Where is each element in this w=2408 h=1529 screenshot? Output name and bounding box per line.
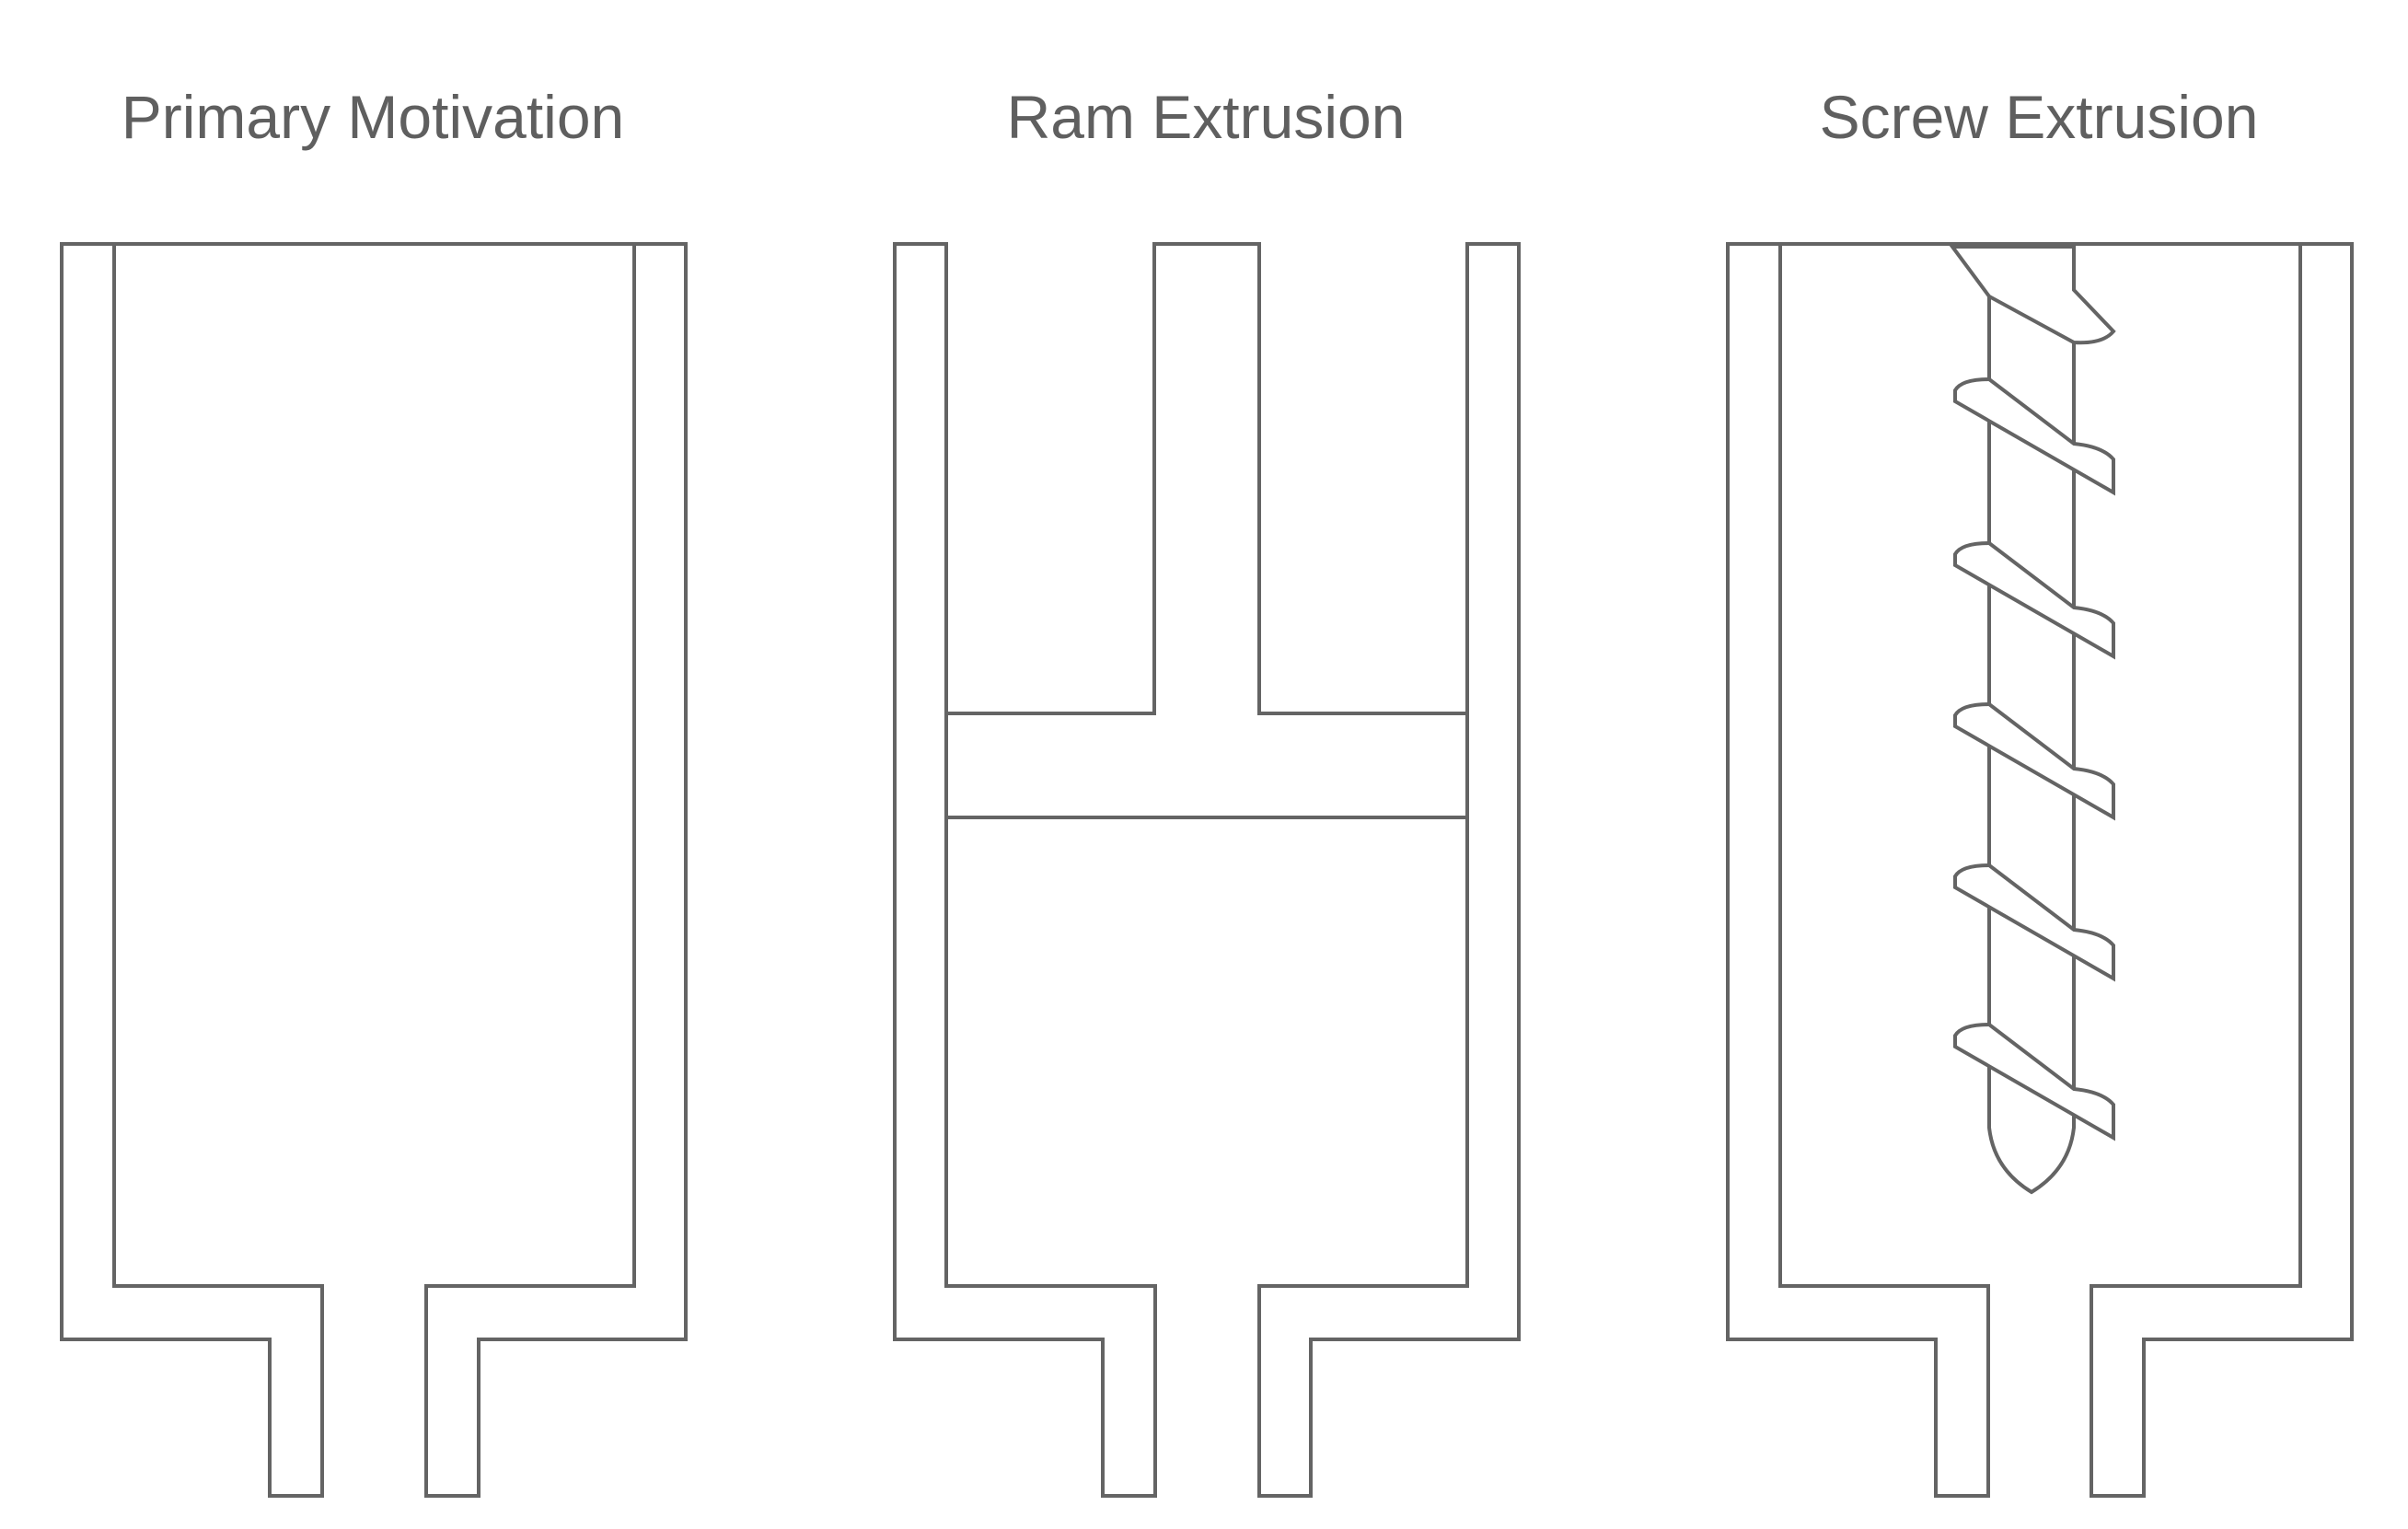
- screw-flight: [1953, 863, 2115, 982]
- barrel-left-wall: [1726, 242, 1990, 1498]
- barrel-right-wall: [2090, 242, 2354, 1498]
- panel-title-screw: Screw Extrusion: [1820, 83, 2259, 151]
- panel-title-ram: Ram Extrusion: [1007, 83, 1406, 151]
- barrel-right-wall: [424, 242, 688, 1498]
- screw-flight: [1953, 376, 2115, 496]
- barrel-left-wall: [60, 242, 324, 1498]
- panel-title-primary: Primary Motivation: [122, 83, 624, 151]
- barrel-right-wall: [1257, 242, 1521, 1498]
- panel-screw-extrusion: Screw Extrusion: [1726, 83, 2354, 1498]
- barrel-primary: [60, 242, 688, 1498]
- ram-piston: [944, 242, 1469, 819]
- screw-flight: [1953, 701, 2115, 821]
- screw-flight: [1953, 1022, 2115, 1141]
- panel-ram-extrusion: Ram Extrusion: [893, 83, 1521, 1498]
- barrel-screw: [1726, 242, 2354, 1498]
- screw-flight: [1953, 540, 2115, 660]
- panel-primary-motivation: Primary Motivation: [60, 83, 688, 1498]
- screw-shaft: [1987, 245, 2076, 1195]
- screw-flight-top: [1949, 245, 2116, 345]
- barrel-left-wall: [893, 242, 1157, 1498]
- barrel-ram: [893, 242, 1521, 1498]
- screw: [1949, 245, 2116, 1195]
